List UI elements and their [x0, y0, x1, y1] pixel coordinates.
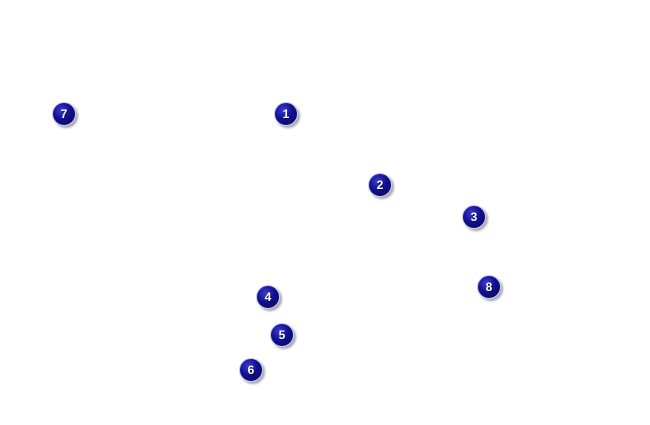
- marker-1-label: 1: [282, 107, 290, 121]
- marker-8-label: 8: [485, 280, 493, 294]
- marker-8[interactable]: 8: [477, 275, 501, 299]
- marker-1[interactable]: 1: [274, 102, 298, 126]
- marker-3-label: 3: [470, 210, 478, 224]
- marker-7-label: 7: [60, 107, 68, 121]
- marker-2-label: 2: [376, 178, 384, 192]
- marker-3[interactable]: 3: [462, 205, 486, 229]
- marker-2[interactable]: 2: [368, 173, 392, 197]
- marker-5[interactable]: 5: [270, 323, 294, 347]
- marker-4[interactable]: 4: [256, 285, 280, 309]
- marker-6-label: 6: [247, 363, 255, 377]
- marker-6[interactable]: 6: [239, 358, 263, 382]
- marker-4-label: 4: [264, 290, 272, 304]
- marker-5-label: 5: [278, 328, 286, 342]
- marker-7[interactable]: 7: [52, 102, 76, 126]
